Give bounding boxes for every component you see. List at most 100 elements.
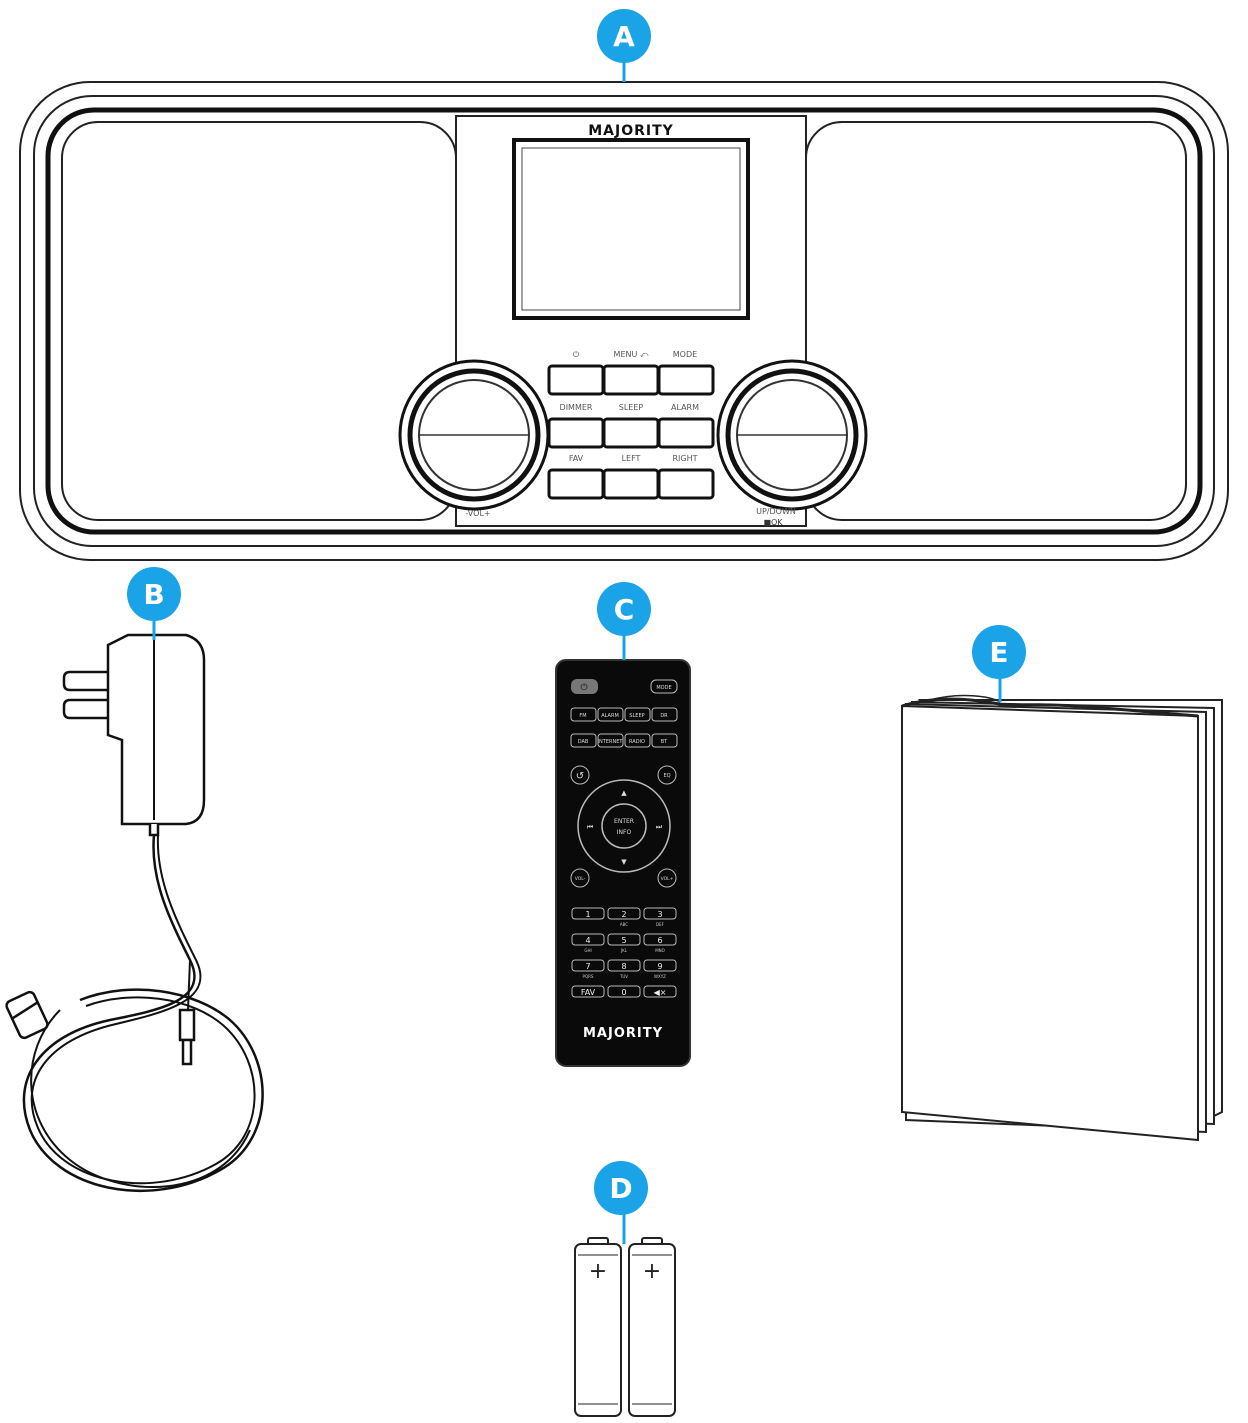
remote-numpad-sublabel: PQRS — [583, 974, 594, 979]
remote-mode-label: MODE — [656, 685, 671, 691]
remote-numpad-key-label: 2 — [621, 910, 626, 919]
callout-b-label: B — [143, 578, 164, 611]
remote-sleep-label: SLEEP — [629, 713, 644, 719]
battery — [628, 1237, 676, 1417]
dimmer-button-label: DIMMER — [560, 403, 593, 412]
remote-dab-label: DAB — [578, 739, 589, 745]
remote-numpad-key[interactable] — [571, 985, 605, 998]
volume-knob[interactable] — [398, 359, 550, 511]
remote-eq-label: EQ — [663, 773, 670, 779]
user-manual — [901, 694, 1223, 1142]
remote-numpad-key-label: 3 — [657, 910, 662, 919]
remote-bt-button[interactable] — [651, 733, 678, 748]
remote-vol-plus-button[interactable] — [657, 868, 677, 888]
callout-a: A — [597, 9, 651, 82]
dimmer-button[interactable] — [547, 417, 605, 449]
right-button[interactable] — [657, 468, 715, 500]
remote-numpad-key[interactable] — [607, 959, 641, 972]
callout-d: D — [594, 1161, 648, 1244]
callout-b: B — [127, 567, 181, 640]
remote-numpad-sublabel: DEF — [656, 922, 665, 927]
tuning-knob-sublabel: ■OK — [763, 518, 783, 527]
remote-control: ⏻ MODE FM ALARM SLEEP DR DAB INTERNET RA… — [555, 659, 691, 1067]
remote-mode-button[interactable] — [650, 679, 678, 694]
remote-numpad-key-label: 0 — [621, 988, 626, 997]
remote-up-arrow-icon: ▲ — [621, 789, 627, 797]
remote-dab-button[interactable] — [570, 733, 597, 748]
remote-numpad-key-label: 8 — [621, 962, 626, 971]
remote-next-icon: ⏭ — [656, 823, 663, 831]
left-speaker-grille — [61, 121, 457, 521]
remote-numpad-key[interactable] — [607, 907, 641, 920]
fav-button-label: FAV — [569, 454, 584, 463]
remote-alarm-button[interactable] — [597, 707, 624, 722]
remote-numpad-key-label: 7 — [585, 962, 590, 971]
sleep-button[interactable] — [602, 417, 660, 449]
remote-numpad-key[interactable] — [643, 907, 677, 920]
remote-vol-minus-button[interactable] — [570, 868, 590, 888]
remote-numpad-key[interactable] — [643, 933, 677, 946]
remote-enter-label: ENTER — [614, 818, 634, 825]
fav-button[interactable] — [547, 468, 605, 500]
remote-numpad-key-label: 6 — [657, 936, 662, 945]
remote-radio-button[interactable] — [624, 733, 651, 748]
remote-info-label: INFO — [617, 829, 632, 836]
remote-internet-button[interactable] — [597, 733, 624, 748]
remote-numpad-key[interactable] — [571, 907, 605, 920]
remote-back-button[interactable] — [570, 765, 590, 785]
remote-numpad-key[interactable] — [607, 985, 641, 998]
remote-numpad-sublabel: GHI — [584, 948, 591, 953]
remote-alarm-label: ALARM — [601, 713, 619, 719]
remote-radio-label: RADIO — [629, 739, 645, 745]
alarm-button-label: ALARM — [671, 403, 699, 412]
remote-fm-button[interactable] — [570, 707, 597, 722]
battery — [574, 1237, 622, 1417]
mode-button-label: MODE — [673, 350, 697, 359]
remote-power-button[interactable] — [571, 679, 598, 694]
remote-numpad-sublabel: ABC — [620, 922, 628, 927]
left-button-label: LEFT — [622, 454, 641, 463]
remote-numpad-key[interactable] — [571, 959, 605, 972]
remote-back-icon: ↺ — [576, 771, 584, 782]
remote-numpad-sublabel: MNO — [655, 948, 665, 953]
callout-c-label: C — [614, 593, 635, 626]
remote-numpad-key[interactable] — [607, 933, 641, 946]
radio-button-row-1 — [547, 364, 715, 396]
remote-eq-button[interactable] — [657, 765, 677, 785]
remote-numpad-key[interactable] — [571, 933, 605, 946]
power-button[interactable] — [547, 364, 605, 396]
remote-numpad-key[interactable] — [643, 959, 677, 972]
callout-e-label: E — [989, 636, 1008, 669]
remote-enter-button[interactable] — [601, 803, 647, 849]
remote-numpad-key-label: 5 — [621, 936, 626, 945]
mode-button[interactable] — [657, 364, 715, 396]
remote-prev-icon: ⏮ — [587, 823, 593, 831]
radio-button-row-2 — [547, 417, 715, 449]
callout-e: E — [972, 625, 1026, 702]
menu-button[interactable] — [602, 364, 660, 396]
right-button-label: RIGHT — [672, 454, 697, 463]
radio-display — [512, 138, 750, 320]
batteries — [574, 1237, 676, 1417]
menu-button-label: MENU ⤺ — [614, 350, 649, 359]
tuning-knob[interactable] — [716, 359, 868, 511]
callout-a-label: A — [613, 20, 635, 53]
remote-power-icon: ⏻ — [580, 682, 587, 693]
remote-dr-button[interactable] — [651, 707, 678, 722]
left-button[interactable] — [602, 468, 660, 500]
remote-numpad-sublabel: WXYZ — [654, 974, 666, 979]
remote-numpad-key[interactable] — [643, 985, 677, 998]
alarm-button[interactable] — [657, 417, 715, 449]
radio-brand-logo: MAJORITY — [588, 123, 674, 139]
remote-sleep-button[interactable] — [624, 707, 651, 722]
remote-bt-label: BT — [661, 739, 668, 745]
radio-button-row-3 — [547, 468, 715, 500]
callout-d-label: D — [609, 1172, 632, 1205]
remote-numpad-sublabel: TUV — [619, 974, 628, 979]
remote-numpad-key-label: 1 — [585, 910, 590, 919]
tuning-knob-label: UP/DOWN — [756, 507, 796, 516]
remote-vol-plus-label: VOL+ — [661, 876, 674, 882]
remote-brand-logo: MAJORITY — [583, 1026, 663, 1041]
